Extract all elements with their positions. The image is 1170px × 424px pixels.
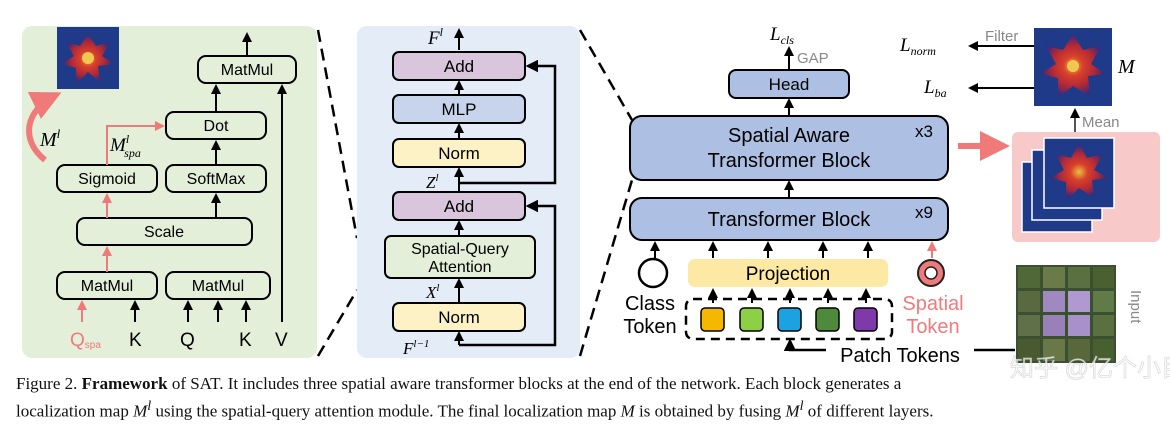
caption-line1: Figure 2. Framework of SAT. It includes … <box>16 372 1161 395</box>
caption-line2-d: of different layers. <box>803 401 934 421</box>
scale-box <box>76 217 253 246</box>
matmul-right-box <box>165 271 271 300</box>
gap-label: GAP <box>797 50 829 67</box>
caption-line2: localization map Ml using the spatial-qu… <box>16 395 1161 423</box>
patch-token-2 <box>739 307 764 332</box>
caption-line1-rest: of SAT. It includes three spatial aware … <box>167 374 902 393</box>
input-q: Q <box>180 330 195 351</box>
middle-panel: Fl Add MLP Norm Zl Add Spatial-Query Att… <box>357 25 580 358</box>
caption-sup2: l <box>799 398 804 414</box>
in-f-label: Fl−1 <box>402 338 429 358</box>
input-v: V <box>275 330 288 351</box>
softmax-label: SoftMax <box>187 171 246 188</box>
input-k2: K <box>239 330 252 351</box>
sat-count: x3 <box>915 122 933 141</box>
input-k1: K <box>129 330 142 351</box>
out-f-label: Fl <box>427 25 444 49</box>
dot-label: Dot <box>204 118 229 135</box>
patch-tokens-label: Patch Tokens <box>840 345 960 367</box>
loss-cls: Lcls <box>769 24 794 47</box>
projection-label: Projection <box>746 264 831 285</box>
caption-m2: M <box>620 401 635 421</box>
caption-bold: Framework <box>81 374 168 393</box>
caption-line2-a: localization map <box>16 401 134 421</box>
input-image-grid <box>1016 265 1116 363</box>
norm-bottom-label: Norm <box>438 308 480 327</box>
sat-line1: Spatial Aware <box>728 125 850 147</box>
patch-token-4 <box>815 307 840 332</box>
x-label: Xl <box>425 282 439 302</box>
sigmoid-label: Sigmoid <box>78 171 136 188</box>
add-top-label: Add <box>444 57 474 76</box>
tb-label: Transformer Block <box>708 209 872 231</box>
mlp-label: MLP <box>442 100 477 119</box>
sqa-line1: Spatial-Query <box>411 241 509 258</box>
sat-line2: Transformer Block <box>708 150 872 172</box>
stacked-heatmaps <box>1012 132 1160 242</box>
zoom-line-left-top <box>316 29 359 239</box>
right-panel: Lcls GAP Head Spatial Aware Transformer … <box>623 24 1170 382</box>
zoom-line-left-bottom <box>316 289 359 357</box>
map-label: Ml <box>39 126 61 151</box>
caption-line2-b: using the spatial-query attention module… <box>151 401 621 421</box>
watermark: 知乎 @亿个小目标 <box>1010 355 1170 382</box>
tb-count: x9 <box>915 203 933 222</box>
input-label: Input <box>1127 290 1144 324</box>
class-token-line1: Class <box>625 293 675 315</box>
matmul-top-label: MatMul <box>221 62 273 79</box>
figure-caption: Figure 2. Framework of SAT. It includes … <box>16 372 1161 423</box>
loss-norm: Lnorm <box>899 35 936 58</box>
zoom-line-right-bottom <box>578 179 634 357</box>
input-q-spa: Qspa <box>70 330 101 351</box>
left-panel: Ml MatMul Dot Sigmoid SoftMax Scale MatM… <box>22 26 317 358</box>
loss-ba: Lba <box>923 77 947 100</box>
map-arrow <box>26 91 62 163</box>
z-label: Zl <box>426 172 439 192</box>
projection-box <box>688 259 888 287</box>
filter-label: Filter <box>985 28 1018 45</box>
map-m-label: M <box>1117 56 1136 78</box>
class-token-line2: Token <box>623 316 676 338</box>
spatial-token-line1: Spatial <box>902 293 963 315</box>
caption-m3: M <box>785 401 800 421</box>
scale-label: Scale <box>144 224 184 241</box>
add-mid-label: Add <box>444 197 474 216</box>
caption-line2-c: is obtained by fusing <box>634 401 786 421</box>
spatial-token-line2: Token <box>906 316 959 338</box>
norm-top-label: Norm <box>438 144 480 163</box>
caption-m1: M <box>133 401 148 421</box>
zoom-line-right-top <box>578 29 634 121</box>
matmul-left-label: MatMul <box>81 278 133 295</box>
head-label: Head <box>769 75 810 94</box>
caption-sup1: l <box>147 398 152 414</box>
patch-token-3 <box>777 307 802 332</box>
class-token-circle <box>637 257 669 289</box>
matmul-right-label: MatMul <box>192 278 244 295</box>
left-heatmap-image <box>57 27 119 89</box>
mean-label: Mean <box>1082 114 1120 131</box>
transformer-block <box>629 197 949 241</box>
caption-fig: Figure 2. <box>16 374 78 393</box>
sqa-line2: Attention <box>428 259 491 276</box>
patch-token-1 <box>700 307 725 332</box>
final-heatmap <box>1034 28 1112 106</box>
patch-token-5 <box>853 307 878 332</box>
